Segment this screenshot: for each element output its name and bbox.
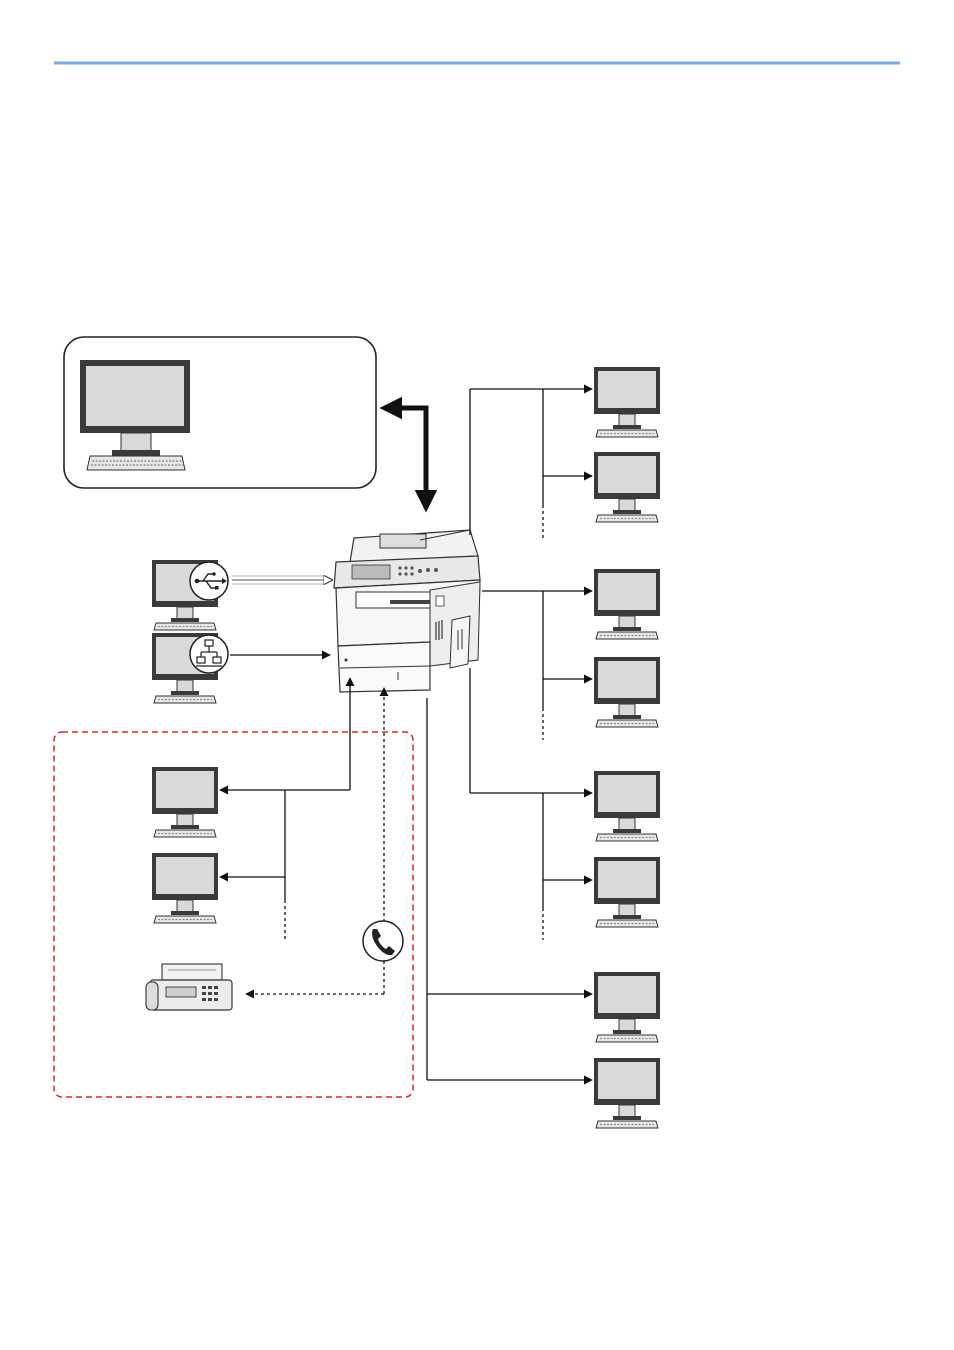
computer-icon [593, 1057, 661, 1129]
network-computer [151, 632, 229, 704]
bidirectional-arrow [379, 396, 438, 513]
usb-computer [151, 559, 229, 631]
computer-icon [593, 568, 661, 640]
computer-icon [593, 451, 661, 523]
dashed-group-box [53, 731, 414, 1098]
computer-icon [593, 656, 661, 728]
computer-icon [593, 971, 661, 1043]
computer-icon [593, 770, 661, 842]
computer-icon [151, 852, 219, 924]
network-icon [189, 634, 229, 674]
computer-icon [151, 766, 219, 838]
computer-icon [593, 856, 661, 928]
multifunction-printer-icon [333, 529, 481, 693]
fax-machine-icon [145, 963, 233, 1011]
telephone-icon [362, 920, 404, 962]
computer-icon [80, 360, 190, 471]
computer-icon [593, 366, 661, 438]
usb-icon [189, 561, 229, 601]
